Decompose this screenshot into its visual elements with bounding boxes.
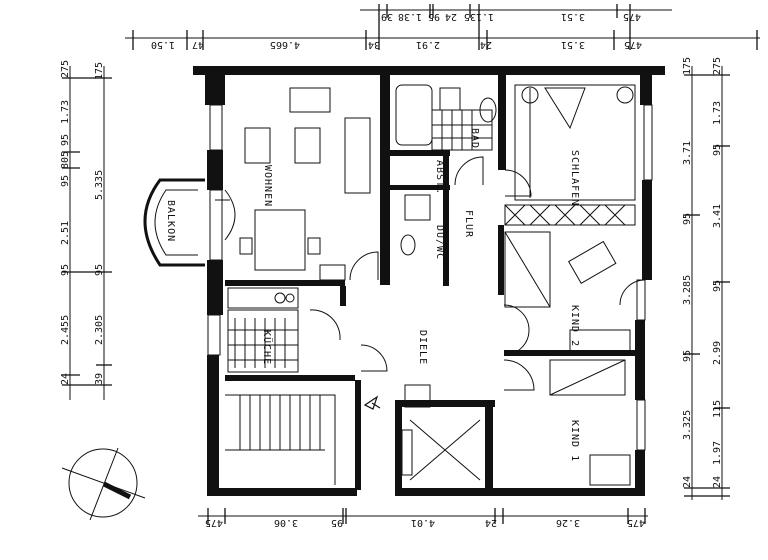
dim-label: 3.285 — [682, 275, 693, 305]
dim-label: 1.73 — [60, 100, 71, 124]
dim-label: 275 — [60, 60, 71, 78]
dim-label: 4.01 — [411, 517, 435, 528]
dimension-labels-right-outer: 275 1.73 95 3.41 95 2.99 115 1.97 24 — [712, 57, 723, 488]
dim-label: 2.99 — [712, 341, 723, 365]
dimension-labels-left-inner: 175 5.335 95 2.305 39 — [94, 62, 105, 385]
dim-label: 24 — [485, 517, 497, 528]
dim-label: 175 — [94, 62, 105, 80]
dimension-labels-bottom: 475 3.06 95 4.01 24 3.26 475 — [205, 517, 645, 528]
balcony — [143, 178, 205, 267]
dim-label: 2.455 — [60, 315, 71, 345]
furniture — [225, 84, 636, 486]
compass-north-arrow-icon — [61, 447, 146, 521]
dim-label: 47 — [192, 39, 204, 50]
dimension-labels-right-inner: 175 3.71 95 3.285 95 3.325 24 — [682, 57, 693, 488]
dim-label: 3.41 — [712, 204, 723, 228]
dim-label: 115 — [712, 400, 723, 418]
dim-label: 2.305 — [94, 315, 105, 345]
dim-label: 95 — [60, 175, 71, 187]
room-label-wohnen: WOHNEN — [262, 165, 273, 207]
room-label-schlafen: SCHLAFEN — [569, 150, 580, 206]
room-label-kueche: KÜCHE — [261, 330, 274, 365]
dim-label: 475 — [623, 11, 641, 22]
dim-label: 95 — [331, 517, 343, 528]
dim-label: 24 — [60, 373, 71, 385]
dim-label: 1.135 — [464, 11, 494, 22]
dim-label: 3.71 — [682, 141, 693, 165]
doors — [215, 156, 646, 391]
dim-label: 5.335 — [94, 170, 105, 200]
dim-label: 475 — [205, 517, 223, 528]
dim-label: 24 — [712, 476, 723, 488]
room-label-flur: FLUR — [463, 210, 474, 238]
dim-label: 2.51 — [60, 221, 71, 245]
dim-label: 95 — [712, 144, 723, 156]
dim-label: 805 — [60, 151, 71, 169]
dim-label: 3.06 — [274, 517, 298, 528]
dim-label: 3.26 — [556, 517, 580, 528]
room-label-kind1: KIND 1 — [569, 420, 580, 462]
dim-label: 95 — [428, 11, 440, 22]
dim-label: 1.50 — [151, 39, 175, 50]
dim-label: 475 — [624, 39, 642, 50]
dimension-lines — [62, 4, 760, 524]
dim-label: 275 — [712, 57, 723, 75]
dim-label: 95 — [94, 264, 105, 276]
dim-label: 34 — [368, 39, 380, 50]
dim-label: 2.91 — [416, 39, 440, 50]
room-label-kind2: KIND 2 — [569, 305, 580, 347]
walls — [193, 66, 665, 496]
dim-label: 39 — [94, 373, 105, 385]
dim-label: 4.665 — [270, 39, 300, 50]
dim-label: 95 — [682, 213, 693, 225]
dim-label: 1.38 — [398, 11, 422, 22]
room-labels: WOHNEN BALKON KÜCHE BAD ABST. DU/WC FLUR… — [165, 128, 580, 462]
dim-label: 95 — [60, 264, 71, 276]
room-label-bad: BAD — [469, 128, 480, 149]
dimension-labels-left-outer: 275 1.73 95 805 95 2.51 95 2.455 24 — [60, 60, 71, 385]
dim-label: 175 — [682, 57, 693, 75]
room-label-balkon: BALKON — [165, 200, 176, 242]
room-label-abst: ABST. — [434, 160, 445, 195]
dim-label: 24 — [445, 11, 457, 22]
dimension-labels-top-outer: 39 1.38 95 24 1.135 3.51 475 — [381, 11, 641, 22]
dim-label: 3.51 — [561, 39, 585, 50]
dim-label: 95 — [682, 350, 693, 362]
dim-label: 3.325 — [682, 410, 693, 440]
entrance-arrow-icon — [363, 395, 381, 410]
dim-label: 24 — [682, 476, 693, 488]
room-label-du-wc: DU/WC — [434, 225, 445, 260]
dim-label: 475 — [627, 517, 645, 528]
room-label-diele: DIELE — [417, 330, 428, 365]
dim-label: 24 — [480, 39, 492, 50]
dim-label: 3.51 — [561, 11, 585, 22]
dim-label: 95 — [712, 280, 723, 292]
dim-label: 1.97 — [712, 441, 723, 465]
dim-label: 95 — [60, 134, 71, 146]
dim-label: 1.73 — [712, 101, 723, 125]
dimension-labels-top-inner: 1.50 47 4.665 34 2.91 24 3.51 475 — [151, 39, 642, 50]
dim-label: 39 — [381, 11, 393, 22]
